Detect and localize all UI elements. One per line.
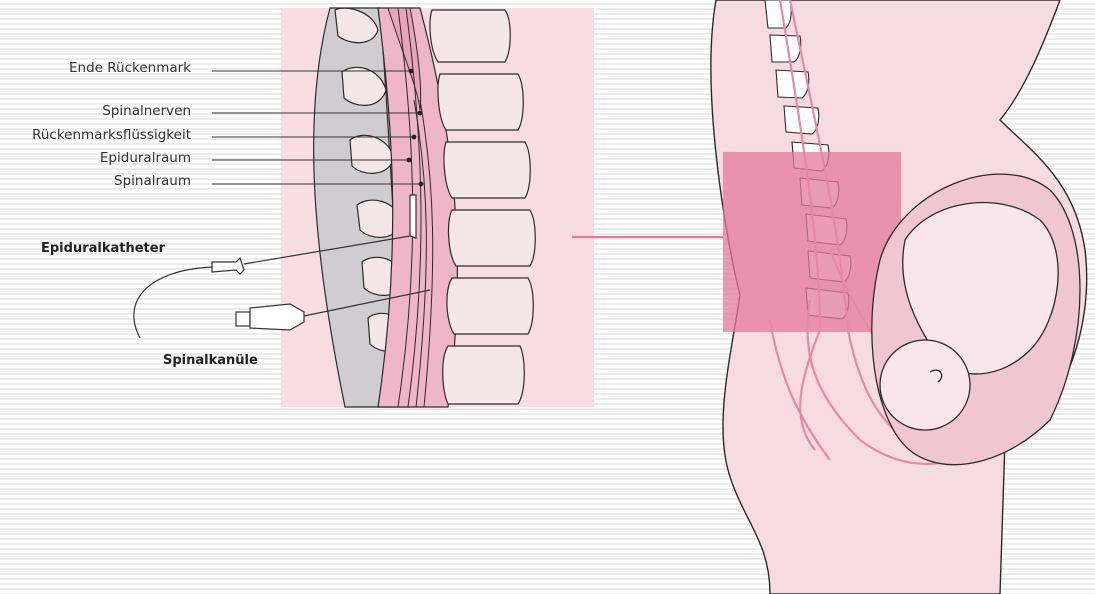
label-epiduralkatheter: Epiduralkatheter (41, 241, 165, 257)
label-spinalkanuele: Spinalkanüle (163, 353, 258, 369)
label-spinalraum: Spinalraum (114, 173, 191, 189)
label-rueckenmarksfluessigkeit: Rückenmarksflüssigkeit (32, 127, 191, 143)
label-spinalnerven: Spinalnerven (102, 103, 191, 119)
spine-detail-panel (134, 8, 594, 407)
pregnant-body (711, 0, 1087, 594)
label-epiduralraum: Epiduralraum (100, 150, 191, 166)
baby-head (880, 340, 970, 430)
label-ende-rueckenmark: Ende Rückenmark (69, 60, 191, 76)
